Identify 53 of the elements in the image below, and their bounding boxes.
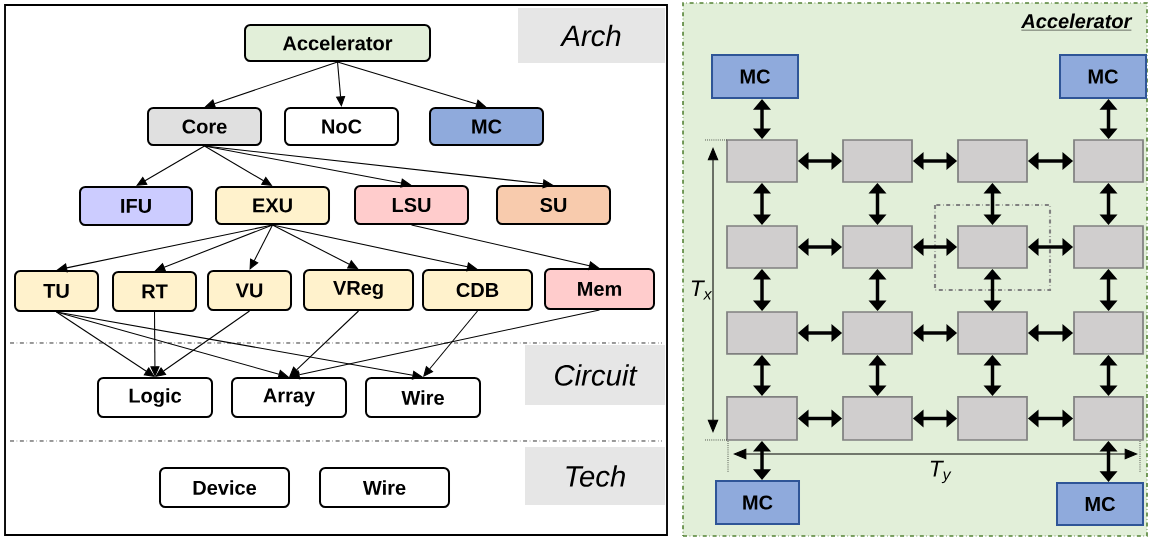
dimension-label: T$_{x}$ — [691, 280, 713, 300]
tile-box — [1073, 139, 1144, 183]
tile-box — [842, 311, 913, 355]
tile-box — [1073, 311, 1144, 355]
tile-box — [842, 396, 913, 441]
level-label: Circuit — [525, 345, 665, 405]
module-box: SU — [496, 185, 611, 225]
controller-box: MC — [1056, 482, 1144, 526]
controller-box: MC — [1059, 54, 1147, 99]
arrow — [136, 145, 206, 186]
module-box: EXU — [215, 186, 330, 225]
module-box: RT — [112, 271, 197, 312]
module-box: NoC — [284, 107, 399, 146]
tile-box — [957, 396, 1028, 441]
arrow — [289, 309, 601, 380]
module-box: Accelerator — [244, 24, 431, 62]
tile-box — [1073, 396, 1144, 441]
arrow — [56, 311, 423, 380]
arrow — [289, 310, 360, 377]
module-box: Core — [147, 107, 262, 146]
dimension-label: T$_{y}$ — [930, 460, 952, 484]
module-box: IFU — [79, 186, 193, 226]
module-box: Logic — [97, 377, 213, 418]
arrow — [56, 311, 155, 377]
level-label: Arch — [518, 8, 665, 63]
tile-box — [842, 225, 913, 269]
tile-box — [957, 311, 1028, 355]
level-label: Tech — [525, 447, 665, 505]
tile-box — [726, 396, 798, 441]
tile-box — [726, 139, 798, 183]
arrow — [249, 224, 274, 270]
module-box: Wire — [319, 467, 450, 508]
module-box: Device — [159, 467, 290, 508]
arrow — [423, 310, 479, 377]
module-box: VReg — [303, 269, 414, 311]
arrow — [155, 310, 251, 377]
controller-box: MC — [715, 480, 800, 525]
tile-box — [957, 225, 1028, 269]
module-box: Array — [231, 377, 347, 418]
module-box: Mem — [544, 268, 655, 310]
arrow — [150, 311, 160, 377]
tile-box — [726, 311, 798, 355]
module-box: CDB — [422, 269, 533, 311]
module-box: LSU — [354, 185, 469, 225]
tile-box — [726, 225, 798, 269]
module-box: Wire — [365, 377, 481, 418]
module-box: MC — [429, 107, 544, 146]
tile-box — [842, 139, 913, 183]
module-box: VU — [207, 270, 292, 311]
module-box: TU — [14, 270, 99, 312]
tile-box — [1073, 225, 1144, 269]
tile-box — [957, 139, 1028, 183]
controller-box: MC — [711, 54, 799, 99]
